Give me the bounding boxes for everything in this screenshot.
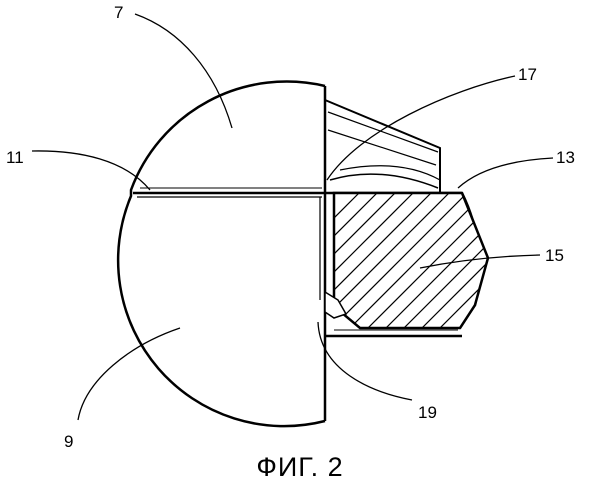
ref-9: 9 <box>64 432 73 451</box>
ref-13: 13 <box>556 148 575 167</box>
ref-17: 17 <box>518 65 537 84</box>
leader-7 <box>135 14 232 128</box>
cavity-curve-b <box>340 166 440 180</box>
cavity-line-a <box>328 112 438 152</box>
leader-13 <box>458 158 553 188</box>
cavity-curve <box>330 174 438 188</box>
ref-15: 15 <box>545 246 564 265</box>
hatched-insert <box>192 180 588 360</box>
ref-7: 7 <box>114 3 123 22</box>
figure-caption: ФИГ. 2 <box>0 452 600 483</box>
leader-17 <box>327 76 515 180</box>
outer-contour <box>118 82 325 427</box>
ref-19: 19 <box>418 403 437 422</box>
ref-11: 11 <box>6 148 24 167</box>
leader-19 <box>318 322 412 400</box>
